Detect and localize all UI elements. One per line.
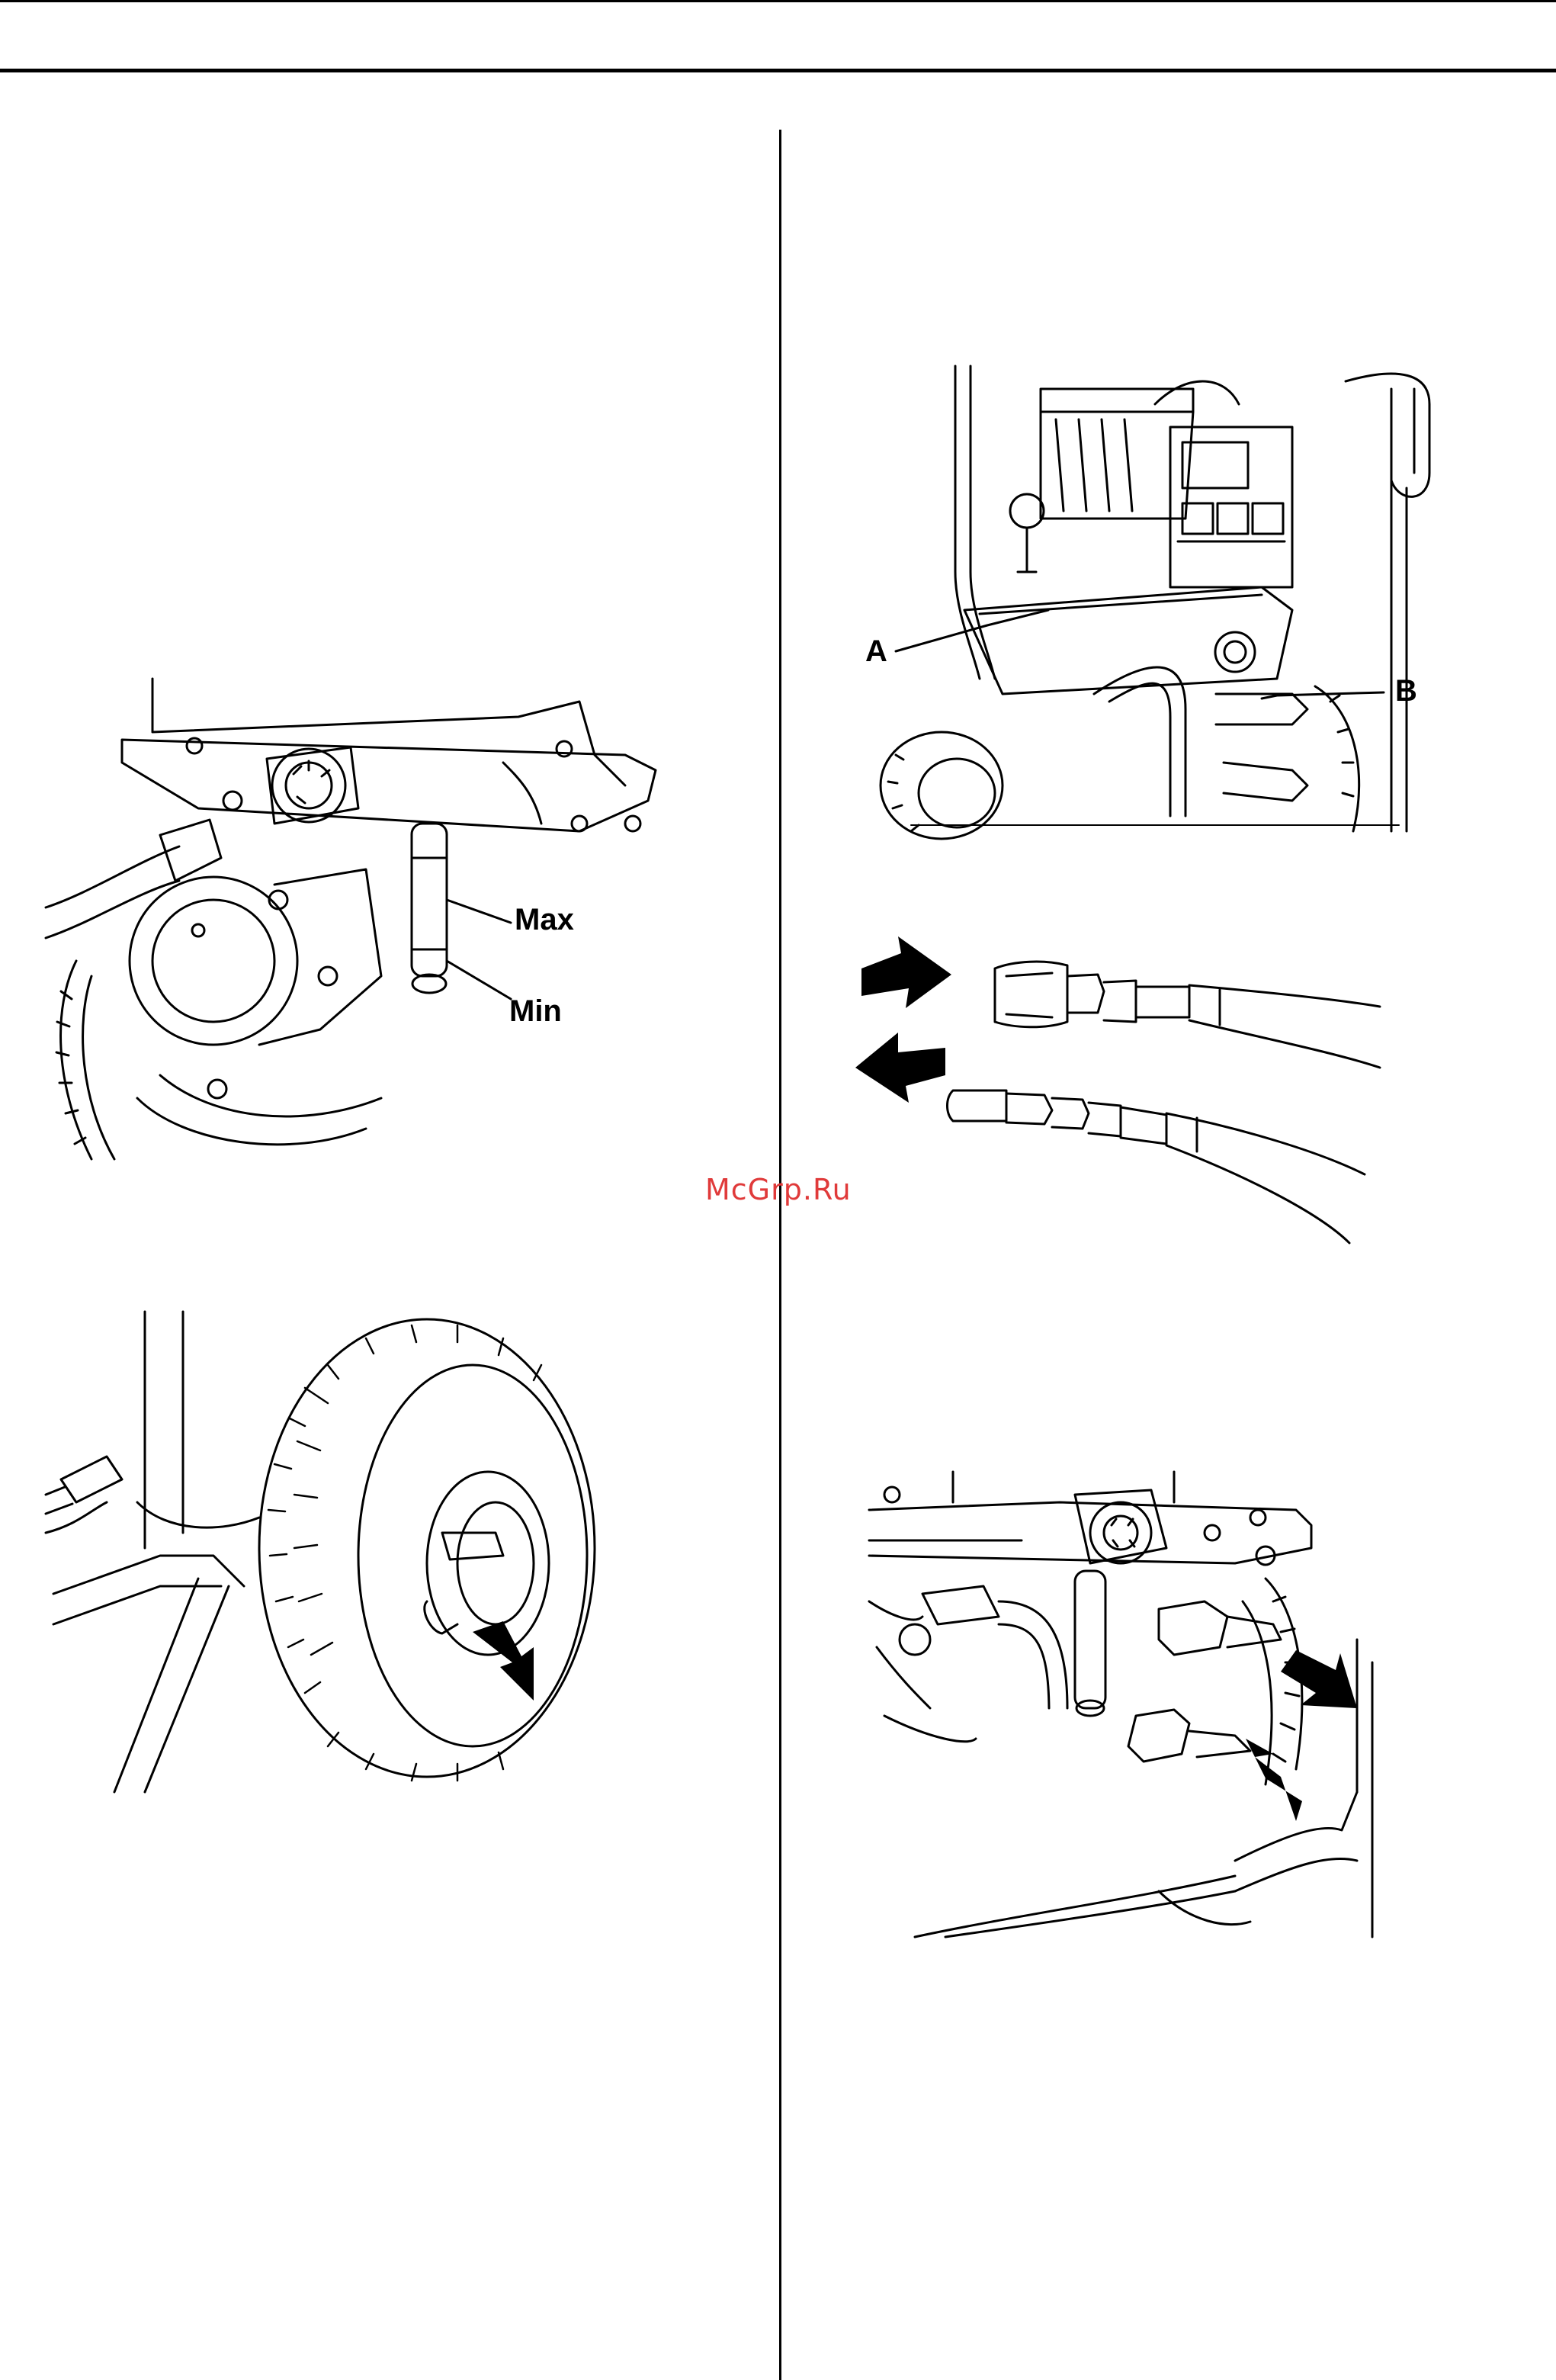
figure-pump-connections: A B bbox=[865, 358, 1460, 831]
wheel-valve-illustration bbox=[46, 1304, 625, 1792]
label-b: B bbox=[1395, 676, 1417, 706]
figure-wheel-valve bbox=[46, 1304, 625, 1792]
oil-level-illustration bbox=[46, 671, 671, 1159]
arrow-connect bbox=[1246, 1739, 1302, 1821]
header-rule-thin bbox=[0, 0, 1556, 2]
label-max: Max bbox=[515, 904, 574, 935]
header-rule-thick bbox=[0, 69, 1556, 72]
figure-hose-couplings bbox=[861, 923, 1395, 1258]
figure-frame-couplings bbox=[869, 1464, 1403, 1937]
pump-connections-illustration bbox=[865, 358, 1460, 831]
arrow-in bbox=[861, 936, 951, 1008]
arrow-out bbox=[855, 1033, 945, 1103]
figure-oil-level: Max Min bbox=[46, 671, 671, 1159]
label-a: A bbox=[865, 636, 887, 666]
arrow-disconnect bbox=[1281, 1650, 1357, 1708]
frame-couplings-illustration bbox=[869, 1464, 1403, 1937]
column-divider bbox=[779, 130, 781, 2380]
label-min: Min bbox=[509, 996, 562, 1026]
watermark: McGrp.Ru bbox=[705, 1173, 852, 1206]
hose-couplings-illustration bbox=[861, 923, 1395, 1258]
